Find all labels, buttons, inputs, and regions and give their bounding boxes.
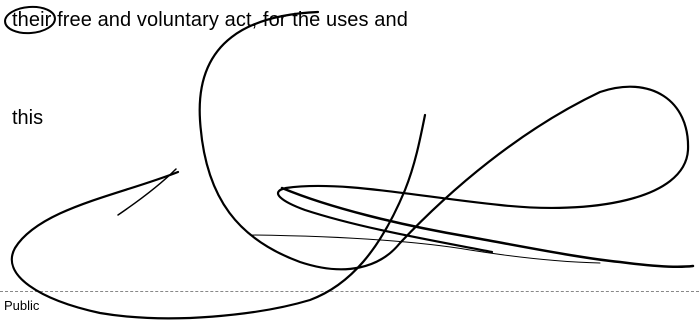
signature-tail-stroke <box>280 186 695 269</box>
signature-main-stroke <box>198 10 690 271</box>
signature-thin-stroke <box>249 234 601 264</box>
signature-flourish <box>117 168 177 216</box>
signature-rule <box>0 291 699 292</box>
footer-label: Public <box>4 298 40 313</box>
signature-left-loop <box>10 113 427 320</box>
body-text-line-1: their free and voluntary act, for the us… <box>12 9 408 31</box>
body-text-line-2: this <box>12 107 44 129</box>
